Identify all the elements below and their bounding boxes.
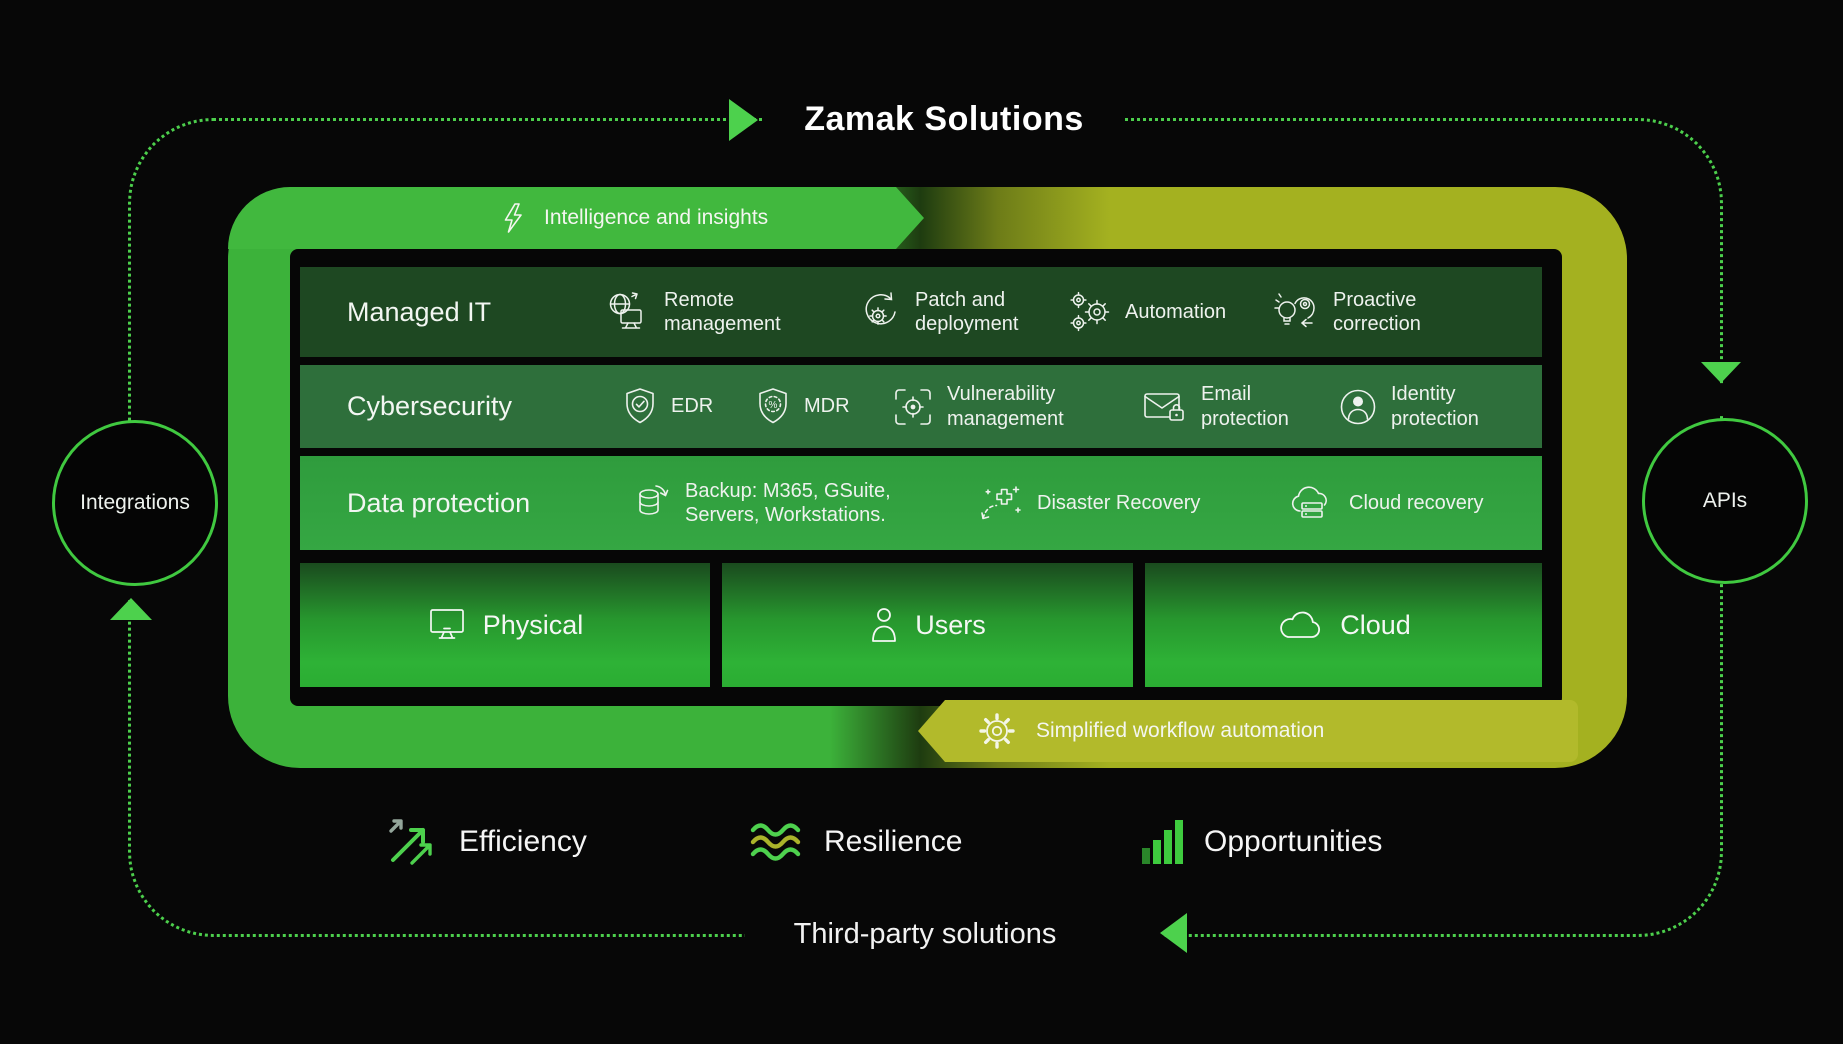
monitor-icon (427, 607, 467, 643)
svg-text:%: % (769, 400, 778, 411)
proactive-correction-label: Proactive correction (1333, 288, 1421, 335)
flow-arrow-up-icon (110, 598, 152, 620)
db-backup-icon (632, 481, 672, 525)
users-box: Users (722, 563, 1133, 687)
mdr-item: % MDR (755, 365, 850, 448)
identity-protection-item: Identity protection (1338, 365, 1503, 448)
edr-item: EDR (622, 365, 713, 448)
cybersecurity-row: Cybersecurity EDR % MDR (300, 365, 1542, 448)
disaster-recovery-label: Disaster Recovery (1037, 491, 1201, 514)
third-party-solutions-label: Third-party solutions (745, 906, 1105, 962)
efficiency-label: Efficiency (459, 825, 587, 858)
arrows-up-icon (385, 814, 441, 870)
workflow-banner-label: Simplified workflow automation (1036, 719, 1325, 742)
remote-management-label: Remote management (664, 288, 781, 335)
cloud-box: Cloud (1145, 563, 1542, 687)
intelligence-banner-label: Intelligence and insights (544, 206, 769, 229)
vulnerability-label: Vulnerability management (947, 383, 1064, 430)
apis-label: APIs (1702, 489, 1748, 512)
proactive-correction-item: Proactive correction (1272, 267, 1445, 357)
id-person-icon (1338, 387, 1378, 427)
patch-deployment-item: Patch and deployment (858, 267, 1041, 357)
cloud-icon (1276, 609, 1324, 641)
mdr-label: MDR (804, 395, 850, 418)
email-protection-label: Email protection (1201, 383, 1289, 430)
cloud-label: Cloud (1340, 609, 1411, 640)
identity-protection-label: Identity protection (1391, 383, 1479, 430)
workflow-banner: Simplified workflow automation (918, 700, 1578, 762)
resilience-benefit: Resilience (748, 808, 962, 876)
cloud-recovery-item: Cloud recovery (1288, 456, 1484, 550)
backup-item: Backup: M365, GSuite, Servers, Workstati… (632, 456, 923, 550)
users-label: Users (915, 609, 986, 640)
backup-label: Backup: M365, GSuite, Servers, Workstati… (685, 479, 891, 526)
patch-deployment-label: Patch and deployment (915, 288, 1019, 335)
automation-label: Automation (1125, 300, 1227, 323)
managed-it-row: Managed IT Remote management (300, 267, 1542, 357)
person-icon (869, 606, 899, 644)
automation-item: Automation (1068, 267, 1226, 357)
flow-arrow-down-icon (1701, 362, 1741, 383)
vulnerability-item: Vulnerability management (892, 365, 1089, 448)
gears-icon (1068, 290, 1112, 334)
data-protection-label: Data protection (347, 487, 531, 518)
apis-node: APIs (1642, 418, 1808, 584)
waves-icon (748, 818, 806, 866)
integrations-label: Integrations (80, 491, 190, 514)
flow-arrow-left-icon (1160, 913, 1187, 953)
remote-management-item: Remote management (605, 267, 790, 357)
intelligence-banner: Intelligence and insights (228, 187, 924, 249)
recovery-path-icon (978, 481, 1024, 525)
managed-it-label: Managed IT (347, 296, 492, 327)
resilience-label: Resilience (824, 825, 963, 858)
bar-chart-icon (1138, 816, 1186, 868)
globe-monitor-icon (605, 291, 651, 333)
integrations-node: Integrations (52, 420, 218, 586)
physical-label: Physical (482, 609, 584, 640)
efficiency-benefit: Efficiency (385, 808, 587, 876)
edr-label: EDR (671, 395, 714, 418)
shield-check-icon (622, 387, 658, 427)
physical-box: Physical (300, 563, 710, 687)
loop-gap-mask (116, 582, 148, 600)
disaster-recovery-item: Disaster Recovery (978, 456, 1200, 550)
cloud-recovery-label: Cloud recovery (1349, 491, 1484, 514)
opportunities-label: Opportunities (1204, 825, 1383, 858)
gear-icon (978, 712, 1016, 750)
opportunities-benefit: Opportunities (1138, 808, 1382, 876)
target-scan-icon (892, 386, 934, 428)
data-protection-row: Data protection Backup: M365, GSuite, Se… (300, 456, 1542, 550)
cloud-servers-icon (1288, 484, 1336, 522)
email-protection-item: Email protection (1142, 365, 1313, 448)
lightning-icon (500, 202, 526, 234)
cybersecurity-label: Cybersecurity (347, 391, 513, 421)
bulb-head-icon (1272, 290, 1320, 334)
flow-arrow-right-icon (729, 99, 758, 141)
page-title: Zamak Solutions (763, 90, 1125, 148)
mail-lock-icon (1142, 388, 1188, 426)
shield-percent-icon: % (755, 387, 791, 427)
sync-gear-icon (858, 290, 902, 334)
loop-gap-mask (1706, 384, 1738, 416)
